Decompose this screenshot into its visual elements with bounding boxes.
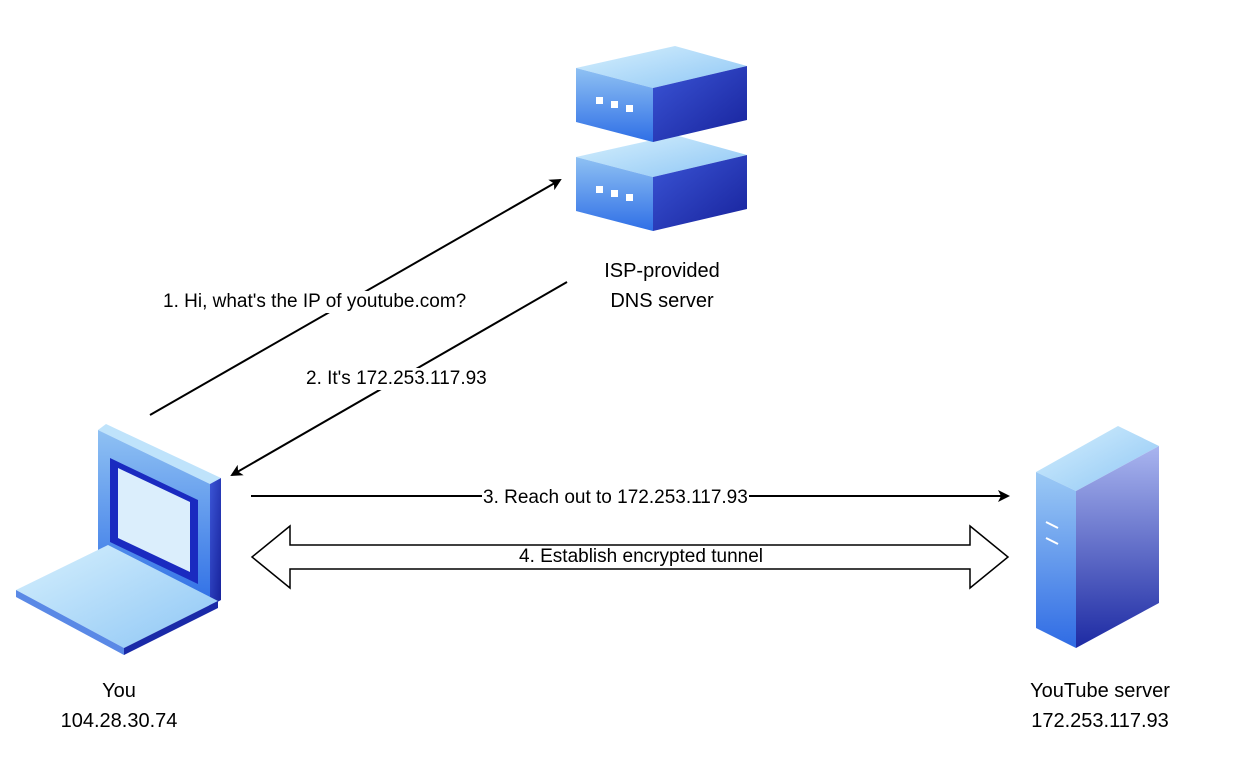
tower-server-icon [1036, 426, 1159, 648]
you-name: You [102, 680, 136, 702]
dns-server-label: ISP-provided DNS server [562, 256, 762, 316]
dns-server-stack-icon [576, 46, 747, 231]
dns-server-label-line2: DNS server [610, 290, 714, 312]
laptop-icon [16, 424, 221, 655]
step4-label: 4. Establish encrypted tunnel [518, 546, 764, 568]
youtube-server-label: YouTube server 172.253.117.93 [990, 676, 1210, 736]
step2-label: 2. It's 172.253.117.93 [306, 368, 487, 390]
step3-label: 3. Reach out to 172.253.117.93 [482, 487, 749, 509]
you-ip: 104.28.30.74 [60, 710, 178, 732]
step1-label: 1. Hi, what's the IP of youtube.com? [163, 291, 467, 313]
youtube-server-name: YouTube server [1030, 680, 1170, 702]
you-label: You 104.28.30.74 [19, 676, 219, 736]
youtube-server-ip: 172.253.117.93 [1031, 710, 1169, 732]
dns-server-label-line1: ISP-provided [604, 260, 720, 282]
